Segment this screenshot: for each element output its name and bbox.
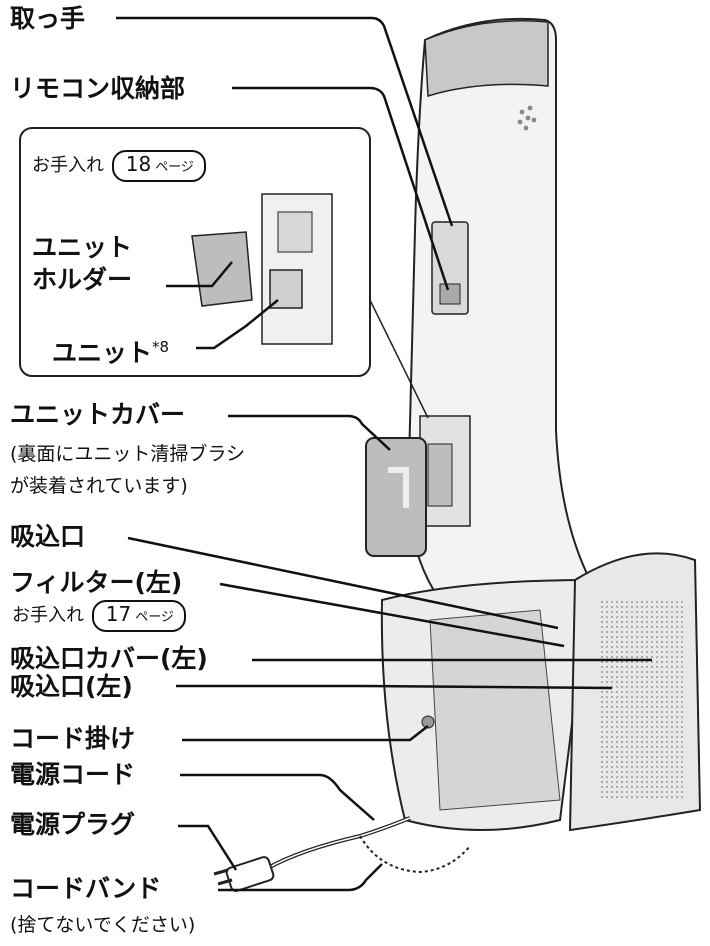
footnote-mark: *8 xyxy=(152,338,170,356)
brand-logo xyxy=(517,105,537,131)
label-intake-left: 吸込口(左) xyxy=(10,672,133,701)
label-intake-cover-left: 吸込口カバー(左) xyxy=(10,644,208,673)
inset-page-number: 18 xyxy=(125,152,152,176)
filter-care-label: お手入れ xyxy=(12,605,84,626)
label-cord-band: コードバンド xyxy=(10,874,162,903)
cord-band-note: (捨てないでください) xyxy=(10,914,196,936)
label-unit-text: ユニット xyxy=(52,338,153,368)
label-intake: 吸込口 xyxy=(10,522,86,551)
label-unit: ユニット*8 xyxy=(52,332,169,368)
power-plug-part xyxy=(225,856,275,892)
filter-page-word: ページ xyxy=(135,610,174,625)
inset-care-label: お手入れ xyxy=(32,155,104,176)
label-unit-holder: ユニット ホルダー xyxy=(32,233,133,294)
leader-lines xyxy=(116,16,652,892)
label-power-plug: 電源プラグ xyxy=(10,810,136,839)
label-filter-left: フィルター(左) xyxy=(10,568,183,597)
unit-holder-part xyxy=(191,231,253,307)
cord-hook-part xyxy=(421,715,435,729)
label-unit-cover: ユニットカバー xyxy=(10,400,186,429)
label-power-cord: 電源コード xyxy=(10,760,136,789)
label-cord-hook: コード掛け xyxy=(10,724,136,753)
inset-page-word: ページ xyxy=(155,160,194,175)
label-remote-storage: リモコン収納部 xyxy=(10,74,186,103)
label-handle: 取っ手 xyxy=(10,4,86,33)
unit-cover-note: (裏面にユニット清掃ブラシ が装着されています) xyxy=(10,443,246,497)
cord-band-part xyxy=(359,835,471,874)
filter-page-number: 17 xyxy=(105,602,132,626)
unit-cover-part xyxy=(365,437,427,557)
